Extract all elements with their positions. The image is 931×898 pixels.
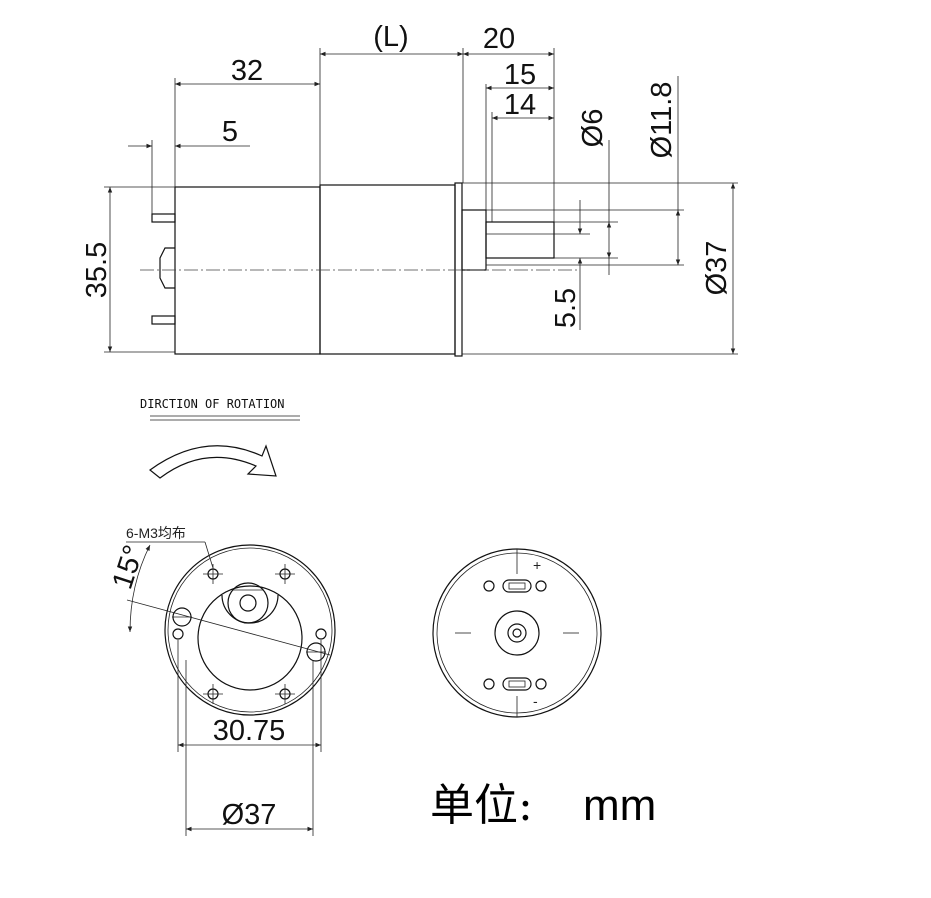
front-outline: [164, 544, 336, 716]
holes-label: 6-M3均布: [126, 525, 186, 541]
dim-length-L: (L): [373, 21, 408, 53]
front-shaft: [227, 582, 269, 624]
terminal-plus-label: +: [533, 557, 541, 573]
mounting-holes: [172, 564, 327, 704]
dim-bolt-circle: 30.75: [213, 715, 286, 747]
dim-front-dia: Ø37: [222, 799, 277, 831]
terminal-minus: [502, 677, 532, 691]
dim-shaft-14: 14: [504, 89, 536, 121]
dim-height: 35.5: [81, 242, 113, 298]
front-boss-circle: [197, 585, 303, 691]
rear-view: + -: [432, 548, 602, 718]
terminal-bottom: [151, 315, 176, 325]
rear-bearing-circle: [494, 610, 540, 656]
unit-value: mm: [583, 781, 656, 830]
rotation-label: DIRCTION OF ROTATION: [140, 397, 285, 411]
dim-gearbox-length: 32: [231, 55, 263, 87]
rear-bearing: [159, 247, 175, 289]
terminal-top: [151, 213, 176, 223]
terminal-plus: [502, 579, 532, 593]
dim-boss-dia: Ø11.8: [646, 82, 678, 159]
gearbox-body: [319, 184, 456, 355]
rotation-indicator: DIRCTION OF ROTATION: [140, 397, 300, 479]
motor-body: [174, 186, 321, 355]
dim-shaft-total: 20: [483, 23, 515, 55]
output-shaft: [485, 221, 555, 259]
dim-terminal-length: 5: [222, 116, 238, 148]
flange: [454, 182, 463, 357]
terminal-minus-label: -: [533, 693, 538, 709]
side-view: 32 (L) 20 15 14 5 35.5 Ø6 5.5: [81, 21, 738, 357]
rotation-arrow-icon: [149, 444, 277, 479]
dim-shaft-dia: Ø6: [577, 109, 609, 148]
dim-angle: 15°: [106, 541, 150, 593]
unit-label: 单位:: [430, 780, 533, 831]
front-view: 15° 6-M3均布 30.75 Ø37: [106, 525, 336, 836]
dim-flat: 5.5: [550, 288, 582, 328]
dim-body-dia: Ø37: [701, 241, 733, 296]
dim-shaft-15: 15: [504, 59, 536, 91]
shaft-boss: [461, 209, 487, 271]
